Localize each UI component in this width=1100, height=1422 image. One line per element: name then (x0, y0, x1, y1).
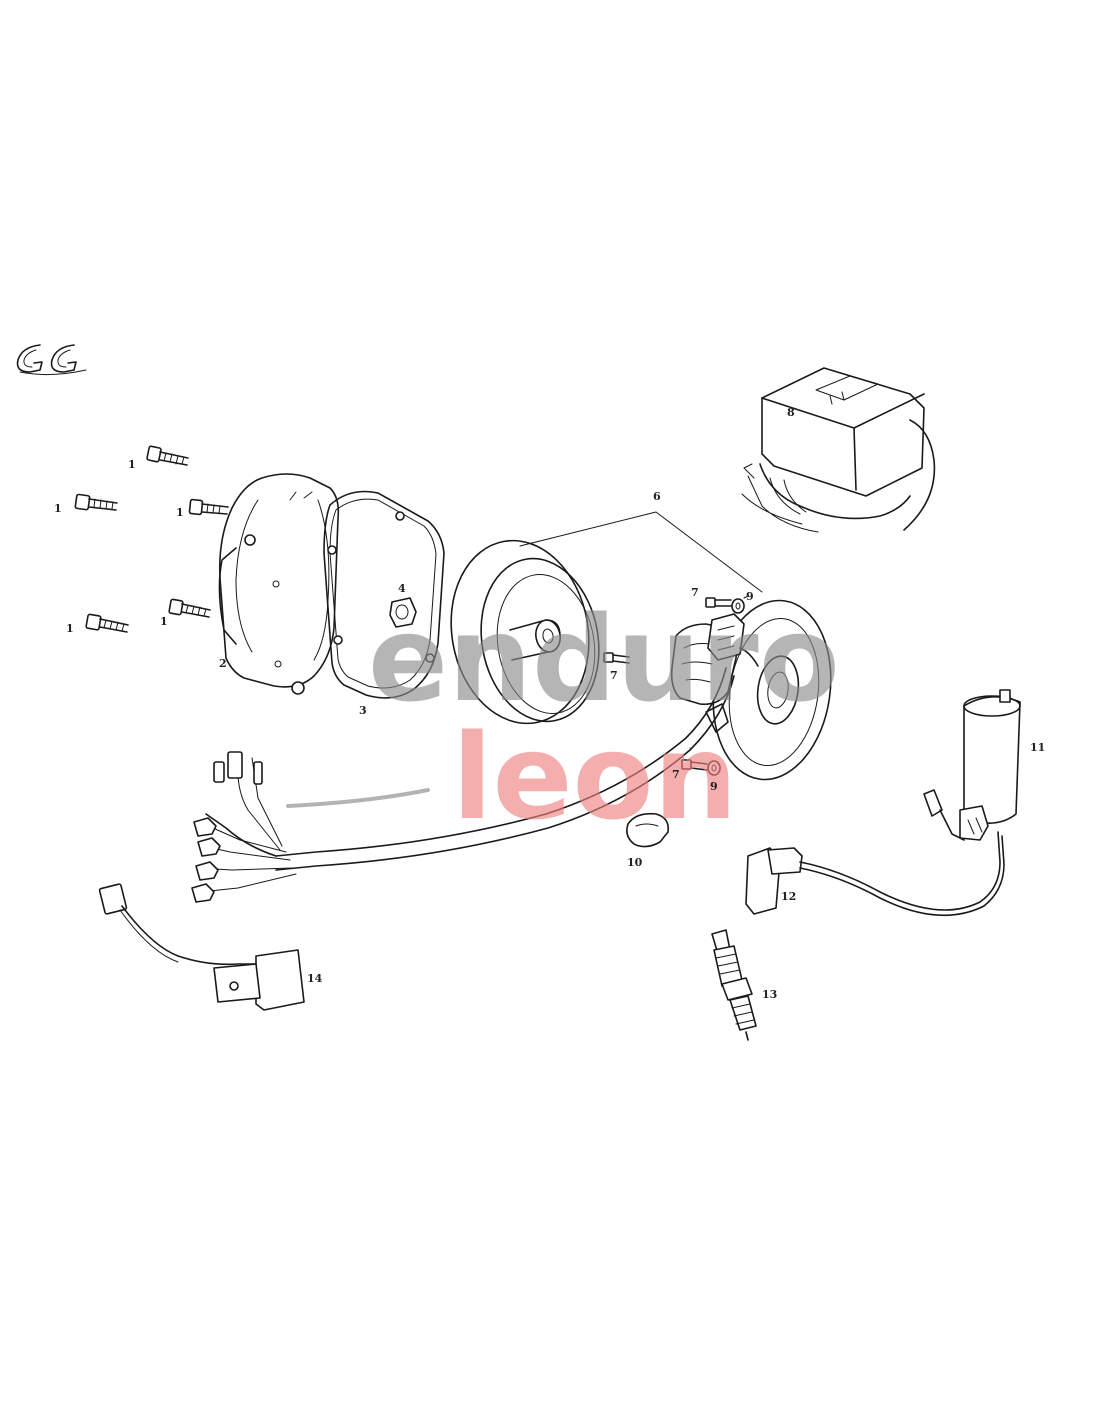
flywheel-nut (389, 597, 417, 628)
screw-7b (603, 652, 630, 664)
watermark-line2: leon (452, 708, 738, 846)
screw-7c (681, 759, 708, 771)
callout-labels: 1 1 1 1 1 2 3 4 6 7 7 7 8 9 9 10 11 12 1… (54, 406, 1045, 1001)
washer-9a (731, 598, 745, 614)
callout-1b: 1 (54, 502, 62, 515)
callout-1e: 1 (160, 615, 168, 628)
callout-7b: 7 (610, 669, 618, 682)
ignition-coil (923, 689, 1021, 841)
bolt-1c (188, 498, 229, 516)
callout-13: 13 (762, 988, 777, 1001)
rubber-cap (626, 812, 670, 848)
bolt-1d (85, 613, 129, 633)
flywheel-rotor (450, 539, 600, 725)
cover-gasket (323, 490, 445, 699)
callout-2: 2 (219, 657, 227, 670)
callout-6: 6 (653, 490, 661, 503)
leader-lines (519, 511, 763, 749)
callout-9a: 9 (746, 590, 754, 603)
washer-9b (707, 760, 721, 776)
watermark-stroke (286, 788, 430, 808)
callout-9b: 9 (710, 780, 718, 793)
watermark: enduro leon (286, 590, 840, 846)
bolt-1e (168, 598, 211, 618)
watermark-line1: enduro (368, 590, 840, 728)
callout-14: 14 (307, 972, 323, 985)
callout-1d: 1 (66, 622, 74, 635)
callout-11: 11 (1030, 741, 1045, 754)
ignition-cover (218, 473, 340, 695)
callout-1a: 1 (128, 458, 136, 471)
brand-logo (16, 344, 87, 376)
callout-4: 4 (398, 582, 406, 595)
cdi-unit (741, 367, 936, 533)
callout-1c: 1 (176, 506, 184, 519)
spark-plug-cap (745, 831, 1005, 917)
spark-plug (711, 929, 757, 1041)
callout-7a: 7 (691, 586, 699, 599)
callout-3: 3 (359, 704, 367, 717)
bolt-1b (74, 493, 118, 511)
main-wiring-harness (191, 667, 735, 903)
callout-8: 8 (787, 406, 795, 419)
callout-12: 12 (781, 890, 796, 903)
callout-10: 10 (627, 856, 643, 869)
screw-7a (705, 597, 732, 608)
bolt-1a (146, 445, 189, 466)
callout-7c: 7 (672, 768, 680, 781)
voltage-regulator (98, 883, 305, 1011)
